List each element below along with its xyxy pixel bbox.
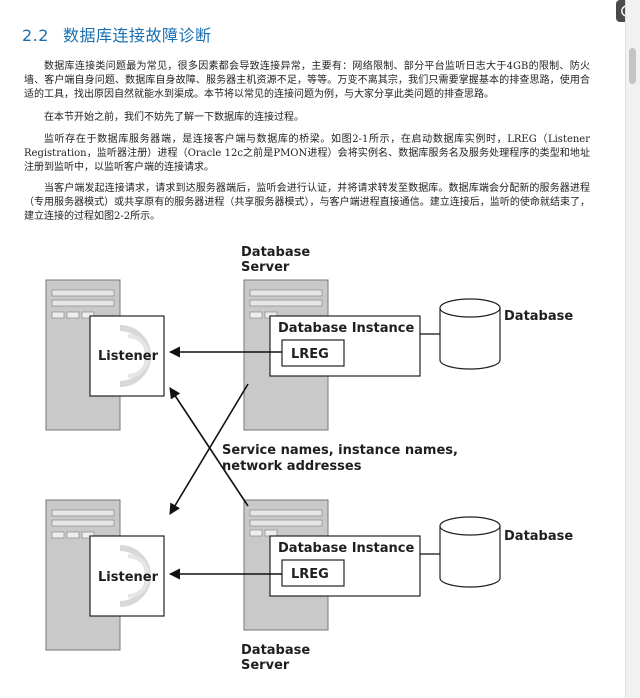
section-number: 2.2	[22, 26, 49, 45]
cross-label-line-2: network addresses	[222, 459, 362, 474]
server-label-bottom-2: Server	[241, 658, 290, 673]
document-page: 2.2 数据库连接故障诊断 数据库连接类问题最为常见，很多因素都会导致连接异常，主…	[22, 22, 598, 688]
section-title: 数据库连接故障诊断	[62, 26, 212, 45]
connection-diagram: Listener Database Server Database Instan…	[38, 238, 598, 688]
scrollbar-thumb[interactable]	[629, 48, 636, 84]
lreg-box-top	[281, 339, 345, 367]
database-server-bottom: Database Instance LREG Database Server	[241, 499, 421, 673]
section-heading: 2.2 数据库连接故障诊断	[22, 22, 211, 46]
listener-label-bottom: Listener	[98, 570, 159, 585]
database-label-bottom: Database	[504, 529, 573, 544]
paragraph-2: 在本节开始之前，我们不妨先了解一下数据库的连接过程。	[44, 112, 304, 123]
vertical-scrollbar[interactable]	[625, 0, 640, 698]
listener-box-bottom: Listener	[89, 535, 165, 617]
cross-arrow-bottom-to-top	[169, 387, 249, 507]
client-server-top: Listener	[45, 279, 165, 431]
database-cylinder-bottom: Database	[439, 516, 573, 588]
database-server-top: Database Server Database Instance LREG	[241, 245, 421, 431]
lreg-box-bottom	[281, 559, 345, 587]
database-cylinder-top: Database	[439, 298, 573, 370]
database-instance-box-top: Database Instance LREG	[269, 315, 421, 377]
paragraph-3: 监听存在于数据库服务器端，是连接客户端与数据库的桥梁。如图2-1所示，在启动数据…	[24, 134, 590, 173]
cross-arrow-top-to-bottom	[169, 383, 249, 515]
client-server-bottom: Listener	[45, 499, 165, 651]
listener-label-top: Listener	[98, 349, 159, 364]
server-label-top-1: Database	[241, 245, 310, 260]
paragraph-4: 当客户端发起连接请求，请求到达服务器端后，监听会进行认证，并将请求转发至数据库。…	[24, 183, 590, 222]
lreg-label-top: LREG	[291, 347, 329, 362]
paragraph-1: 数据库连接类问题最为常见，很多因素都会导致连接异常，主要有：网络限制、部分平台监…	[24, 61, 590, 100]
instance-label-top: Database Instance	[278, 321, 414, 336]
cross-label-line-1: Service names, instance names,	[222, 443, 458, 458]
lreg-label-bottom: LREG	[291, 567, 329, 582]
instance-label-bottom: Database Instance	[278, 541, 414, 556]
server-label-top-2: Server	[241, 260, 290, 275]
listener-box-top: Listener	[89, 315, 165, 397]
database-instance-box-bottom: Database Instance LREG	[269, 535, 421, 597]
server-label-bottom-1: Database	[241, 643, 310, 658]
database-label-top: Database	[504, 309, 573, 324]
